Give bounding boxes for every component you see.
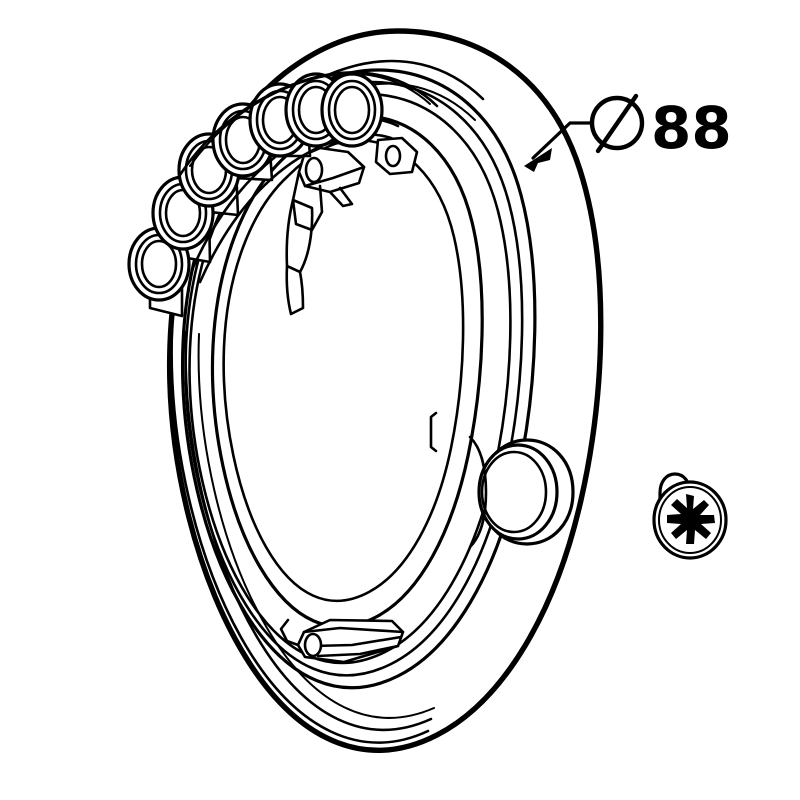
lens-1-aperture: [140, 239, 178, 289]
pozidriv-screw: [652, 472, 728, 560]
ring-bezel-housing: [127, 28, 604, 753]
lens-cluster-end-cap-hole: [384, 144, 402, 168]
tab-top-hole: [304, 156, 324, 184]
leader-line: [531, 121, 593, 160]
tab-bottom-mid-edge: [311, 635, 403, 648]
diameter-symbol-icon: [589, 93, 645, 154]
inner-rib-lower-outline: [285, 264, 305, 316]
lens-7-aperture: [333, 85, 371, 135]
boss-inner-wall-slot: [468, 435, 488, 549]
diameter-value-text: 88: [651, 94, 732, 162]
screw-boss-assembly: [468, 435, 575, 549]
screw-head-edge: [658, 486, 722, 554]
tab-top-inner-ledge: [291, 170, 324, 232]
tab-bottom-hole: [303, 632, 323, 658]
mounting-tab-top: [291, 146, 366, 232]
inner-rib-upper: [285, 198, 314, 316]
inner-wall-step-notch: [429, 411, 438, 453]
screw-recess-diag-2: [675, 505, 706, 536]
bezel-inner-back-edge: [222, 138, 465, 603]
tab-bottom-left-bracket: [279, 618, 300, 647]
tab-top-upper-edge: [303, 165, 366, 188]
tab-bottom-top-edge: [302, 626, 405, 634]
lens-cluster-top-lip-2: [189, 72, 431, 167]
mounting-tab-bottom: [279, 618, 405, 664]
diameter-circle: [589, 95, 645, 151]
tab-top-arm: [328, 186, 354, 208]
bezel-rim-thickness-arc-3: [197, 333, 435, 719]
leader-arrowhead: [524, 148, 552, 172]
dimension-callout-diameter: 88: [524, 93, 732, 172]
bezel-rim-thickness-arc-1: [170, 328, 430, 744]
tab-bottom-low-edge: [316, 644, 400, 658]
lens-element-cluster: [127, 72, 384, 302]
lens-element-7: [320, 72, 384, 148]
diameter-slash: [595, 93, 639, 154]
bezel-rim-thickness-arc-2: [184, 330, 433, 732]
